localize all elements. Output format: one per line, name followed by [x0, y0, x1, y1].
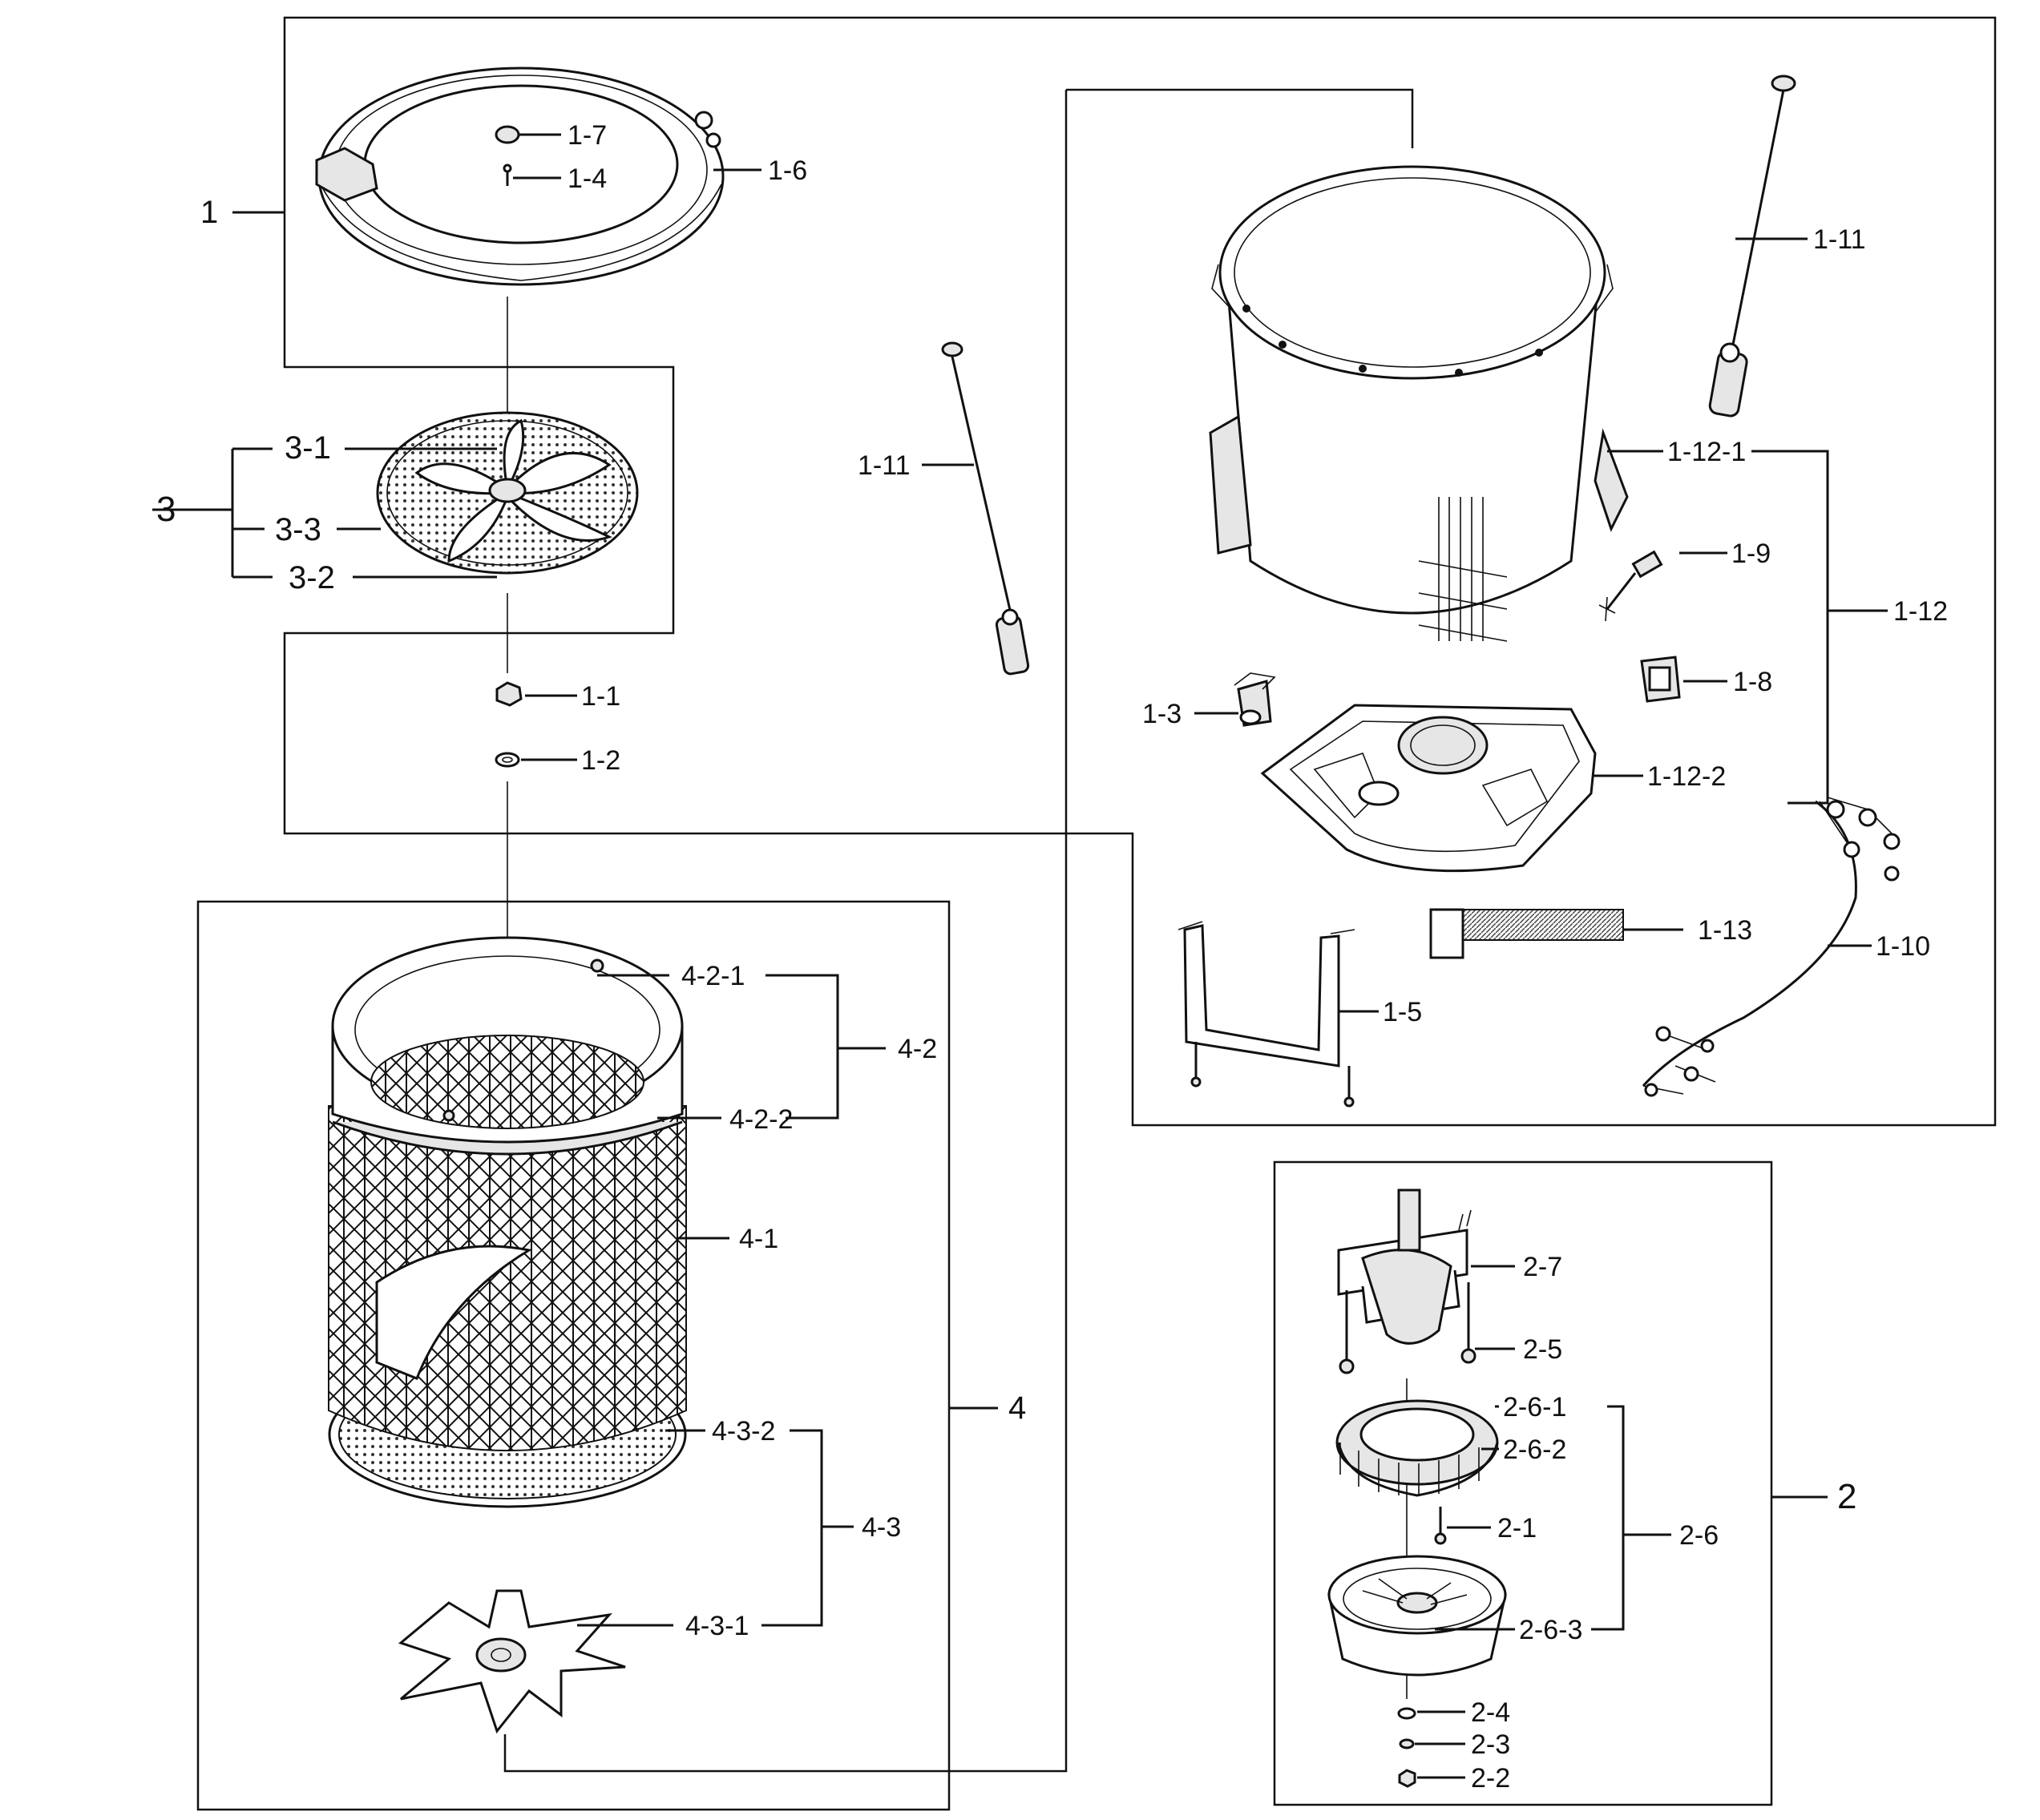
- lower-hardware-part: [1397, 1707, 1416, 1788]
- bolt-part: [1434, 1507, 1447, 1545]
- cap-part: [495, 125, 520, 144]
- callout-1-3: 1-3: [1142, 699, 1182, 729]
- callout-3-3: 3-3: [275, 512, 321, 547]
- callout-2-3: 2-3: [1471, 1729, 1510, 1760]
- callout-1-10: 1-10: [1876, 931, 1930, 962]
- callout-2-1: 2-1: [1497, 1513, 1537, 1544]
- suspension-rod-left-part: [941, 341, 1030, 676]
- callout-1-12-2: 1-12-2: [1647, 761, 1726, 792]
- callout-1-8: 1-8: [1733, 667, 1772, 697]
- nut-part: [495, 681, 523, 707]
- callout-2-6-2: 2-6-2: [1503, 1435, 1566, 1465]
- callout-2-7: 2-7: [1523, 1252, 1562, 1282]
- callout-3: 3: [156, 490, 176, 529]
- tub-base-part: [1260, 704, 1597, 873]
- callout-1-12-1: 1-12-1: [1667, 437, 1746, 467]
- callout-labels: 1 1-7 1-4 1-6 1-1 1-2 1-11 1-11 1-12-1 1…: [156, 120, 1948, 1794]
- label-strip-part: [1429, 908, 1624, 959]
- outer-tub-part: [1209, 165, 1629, 642]
- callout-2-6-3: 2-6-3: [1519, 1615, 1582, 1645]
- callout-1-11-left: 1-11: [858, 450, 911, 481]
- suspension-rod-right-part: [1708, 75, 1796, 418]
- clutch-housing-part: [1337, 1188, 1476, 1374]
- callout-2-4: 2-4: [1471, 1697, 1510, 1728]
- stator-part: [1335, 1399, 1499, 1497]
- callout-4-3: 4-3: [862, 1512, 901, 1543]
- pulsator-part: [376, 411, 639, 575]
- callout-1-2: 1-2: [581, 745, 620, 776]
- callout-2-5: 2-5: [1523, 1334, 1562, 1365]
- callout-1-12: 1-12: [1893, 596, 1948, 627]
- callout-1-7: 1-7: [568, 120, 607, 151]
- callout-4-3-2: 4-3-2: [712, 1416, 775, 1447]
- rotor-part: [1327, 1555, 1507, 1677]
- callout-1-5: 1-5: [1383, 997, 1422, 1027]
- leader-lines: [152, 133, 1888, 1779]
- tub-cover-part: [315, 67, 725, 286]
- callout-4-3-1: 4-3-1: [685, 1611, 749, 1641]
- wire-harness-part: [1642, 797, 1901, 1097]
- group-frames: [196, 16, 1997, 1811]
- callout-1-11-right: 1-11: [1813, 224, 1866, 255]
- washer-part: [495, 752, 520, 768]
- clip-part: [1640, 656, 1681, 703]
- flange-part: [398, 1589, 626, 1734]
- callout-1-9: 1-9: [1731, 539, 1771, 569]
- callout-1-4: 1-4: [568, 163, 607, 194]
- callout-2-2: 2-2: [1471, 1763, 1510, 1794]
- callout-2-6-1: 2-6-1: [1503, 1392, 1566, 1423]
- callout-3-1: 3-1: [285, 430, 331, 466]
- callout-4-2: 4-2: [898, 1034, 937, 1064]
- callout-4: 4: [1008, 1390, 1026, 1426]
- callout-1-1: 1-1: [581, 681, 620, 712]
- callout-4-2-2: 4-2-2: [729, 1104, 793, 1135]
- screw-part: [503, 163, 512, 186]
- callout-4-2-1: 4-2-1: [681, 961, 745, 991]
- callout-3-2: 3-2: [289, 560, 335, 595]
- support-bracket-part: [1178, 921, 1355, 1108]
- callout-1: 1: [200, 195, 218, 230]
- heater-bracket-part: [1234, 672, 1276, 727]
- callout-2-6: 2-6: [1679, 1520, 1719, 1551]
- callout-1-13: 1-13: [1698, 915, 1752, 946]
- callout-2: 2: [1837, 1477, 1856, 1516]
- spin-basket-part: [328, 936, 687, 1508]
- sensor-part: [1598, 550, 1663, 622]
- callout-4-1: 4-1: [739, 1224, 778, 1254]
- callout-1-6: 1-6: [768, 155, 807, 186]
